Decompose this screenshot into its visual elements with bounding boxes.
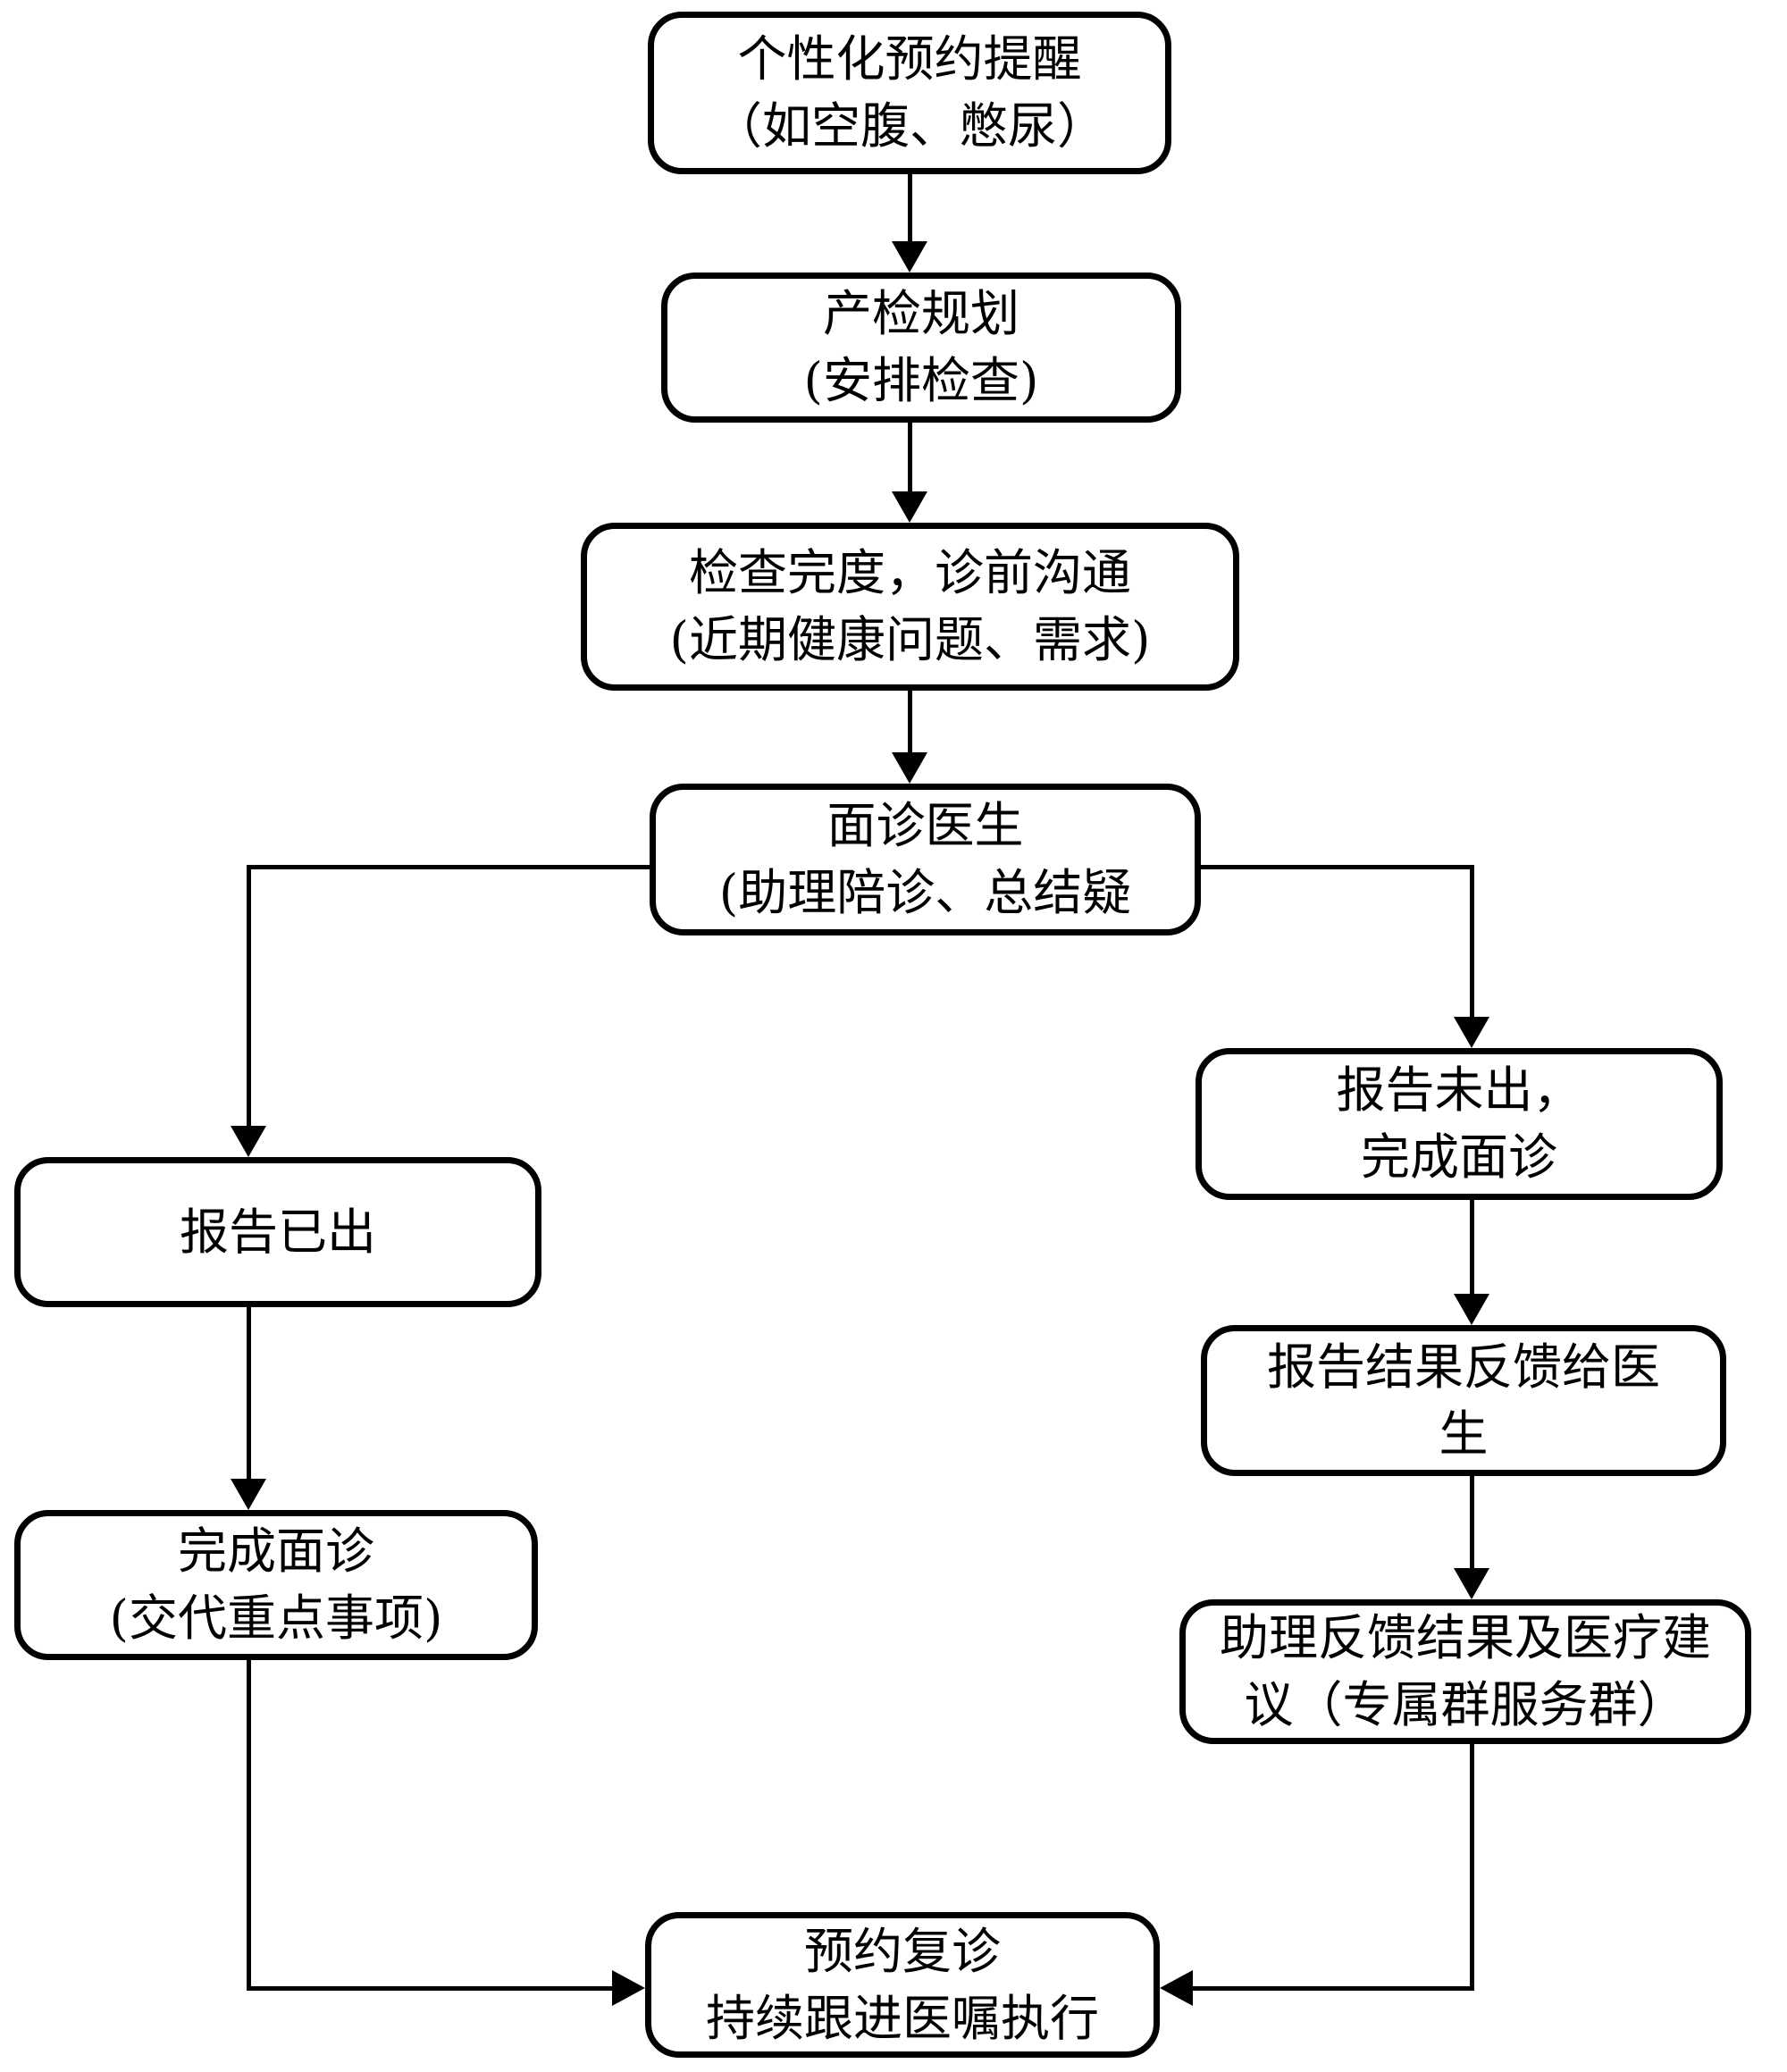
node-complete-consult: 完成面诊 (交代重点事项) — [14, 1510, 538, 1660]
node-text-line: 个性化预约提醒 — [737, 30, 1082, 88]
arrowhead-down-icon — [1454, 1568, 1489, 1599]
node-text-line: 完成面诊 — [1360, 1128, 1557, 1186]
connector-line — [247, 1307, 251, 1481]
node-precheck-communication: 检查完度，诊前沟通 (近期健康问题、需求) — [581, 523, 1239, 691]
node-text-line: 检查完度，诊前沟通 — [688, 544, 1131, 602]
connector-line — [1197, 865, 1474, 869]
connector-line — [1470, 1744, 1474, 1991]
arrowhead-down-icon — [1454, 1017, 1489, 1048]
node-text-line: 面诊医生 — [826, 797, 1024, 855]
node-text-line: 产检规划 — [822, 285, 1019, 343]
arrowhead-right-icon — [612, 1970, 645, 2006]
node-text-line: （如空腹、憋尿） — [712, 97, 1106, 155]
node-text-line: (交代重点事项) — [109, 1590, 443, 1647]
node-text-line: 持续跟进医嘱执行 — [705, 1989, 1099, 2047]
node-text-line: (助理陪诊、总结疑 — [718, 864, 1132, 921]
node-followup-revisit: 预约复诊 持续跟进医嘱执行 — [645, 1912, 1160, 2058]
connector-line — [1470, 865, 1474, 1021]
node-assistant-feedback: 助理反馈结果及医疗建 议（专属群服务群） — [1179, 1599, 1751, 1744]
connector-line — [908, 691, 912, 757]
node-text-line: 生 — [1439, 1405, 1489, 1463]
connector-line — [247, 1986, 615, 1991]
node-report-feedback-to-doctor: 报告结果反馈给医 生 — [1201, 1325, 1726, 1476]
node-text-line: 报告未出， — [1336, 1061, 1582, 1120]
connector-line — [247, 865, 653, 869]
node-report-ready: 报告已出 — [14, 1157, 541, 1307]
node-text-line: (近期健康问题、需求) — [669, 611, 1151, 668]
node-text-line: 议（专属群服务群） — [1244, 1676, 1687, 1733]
node-text-line: 完成面诊 — [177, 1523, 374, 1581]
node-text-line: 助理反馈结果及医疗建 — [1219, 1609, 1711, 1667]
connector-line — [1470, 1476, 1474, 1573]
arrowhead-down-icon — [231, 1479, 266, 1510]
node-text-line: (安排检查) — [803, 352, 1039, 409]
connector-line — [247, 1660, 251, 1991]
node-report-pending: 报告未出， 完成面诊 — [1196, 1048, 1723, 1200]
connector-line — [908, 423, 912, 496]
connector-line — [1190, 1986, 1474, 1991]
arrowhead-down-icon — [1454, 1294, 1489, 1325]
arrowhead-down-icon — [892, 491, 927, 523]
node-checkup-planning: 产检规划 (安排检查) — [661, 273, 1181, 423]
node-text-line: 报告已出 — [179, 1203, 376, 1261]
arrowhead-down-icon — [892, 752, 927, 784]
node-appointment-reminder: 个性化预约提醒 （如空腹、憋尿） — [648, 12, 1171, 174]
arrowhead-down-icon — [892, 241, 927, 273]
node-doctor-consult: 面诊医生 (助理陪诊、总结疑 — [650, 784, 1201, 935]
node-text-line: 预约复诊 — [803, 1922, 1001, 1980]
arrowhead-down-icon — [231, 1126, 266, 1157]
connector-line — [908, 174, 912, 246]
arrowhead-left-icon — [1160, 1970, 1193, 2006]
node-text-line: 报告结果反馈给医 — [1266, 1338, 1660, 1396]
connector-line — [1470, 1200, 1474, 1298]
connector-line — [247, 865, 251, 1130]
